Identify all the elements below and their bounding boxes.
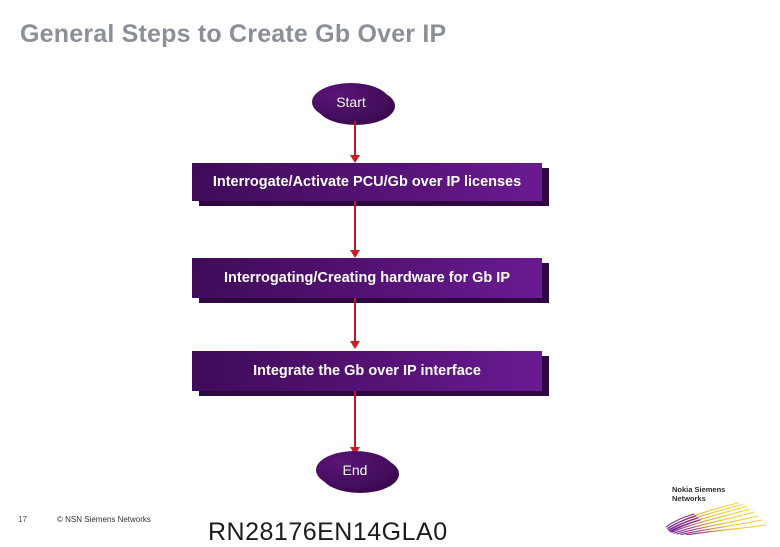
flowchart-node-step3[interactable]: Integrate the Gb over IP interface [192,351,549,396]
process-box: Integrate the Gb over IP interface [192,351,542,391]
flowchart-node-step2-label: Interrogating/Creating hardware for Gb I… [223,270,510,286]
connector-step3-to-end [354,391,356,449]
connector-step1-to-step2 [354,201,356,253]
flowchart-node-step1-label: Interrogate/Activate PCU/Gb over IP lice… [212,174,522,190]
footer-page-number: 17 [18,515,27,524]
logo-wordmark: Nokia Siemens Networks [672,485,726,503]
flowchart-node-step1[interactable]: Interrogate/Activate PCU/Gb over IP lice… [192,163,549,206]
page-title: General Steps to Create Gb Over IP [20,20,447,48]
connector-step2-to-step3 [354,298,356,344]
footer-copyright: © NSN Siemens Networks [57,515,151,524]
process-box: Interrogate/Activate PCU/Gb over IP lice… [192,163,542,201]
flowchart-node-step2[interactable]: Interrogating/Creating hardware for Gb I… [192,258,549,303]
flowchart-node-start-label: Start [336,94,366,110]
arrowhead-step1-to-step2 [350,250,360,258]
arrowhead-start-to-step1 [350,155,360,163]
arrowhead-step2-to-step3 [350,341,360,349]
logo-swoosh-icon [665,502,767,535]
terminator-oval: Start [312,83,390,121]
nokia-siemens-networks-logo: Nokia Siemens Networks [660,483,772,535]
process-box: Interrogating/Creating hardware for Gb I… [192,258,542,298]
terminator-oval: End [316,451,394,489]
flowchart-node-step3-label: Integrate the Gb over IP interface [253,363,481,379]
connector-start-to-step1 [354,121,356,157]
flowchart-node-end-label: End [342,462,368,478]
document-code: RN28176EN14GLA0 [208,518,448,546]
flowchart-node-end[interactable]: End [316,451,399,493]
flowchart-node-start[interactable]: Start [312,83,395,125]
